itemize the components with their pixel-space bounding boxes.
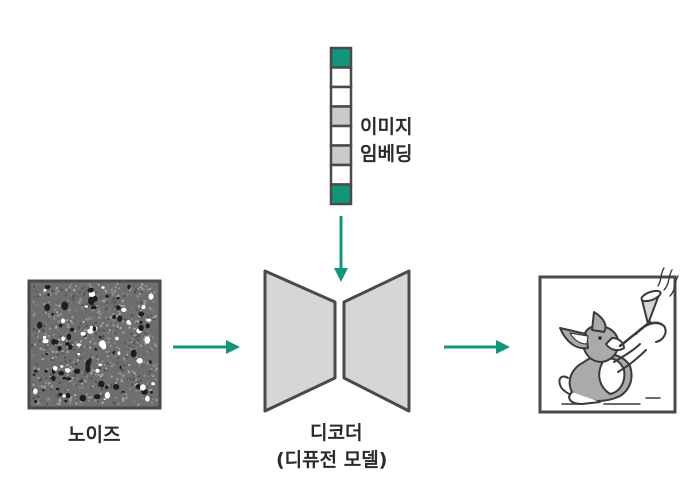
embedding-cell [329, 85, 353, 108]
arrow-embedding-to-decoder [334, 216, 348, 282]
embedding-cell [329, 105, 353, 128]
arrow-decoder-to-output [444, 340, 510, 354]
output-image [538, 267, 679, 414]
embedding-cell [329, 183, 353, 206]
embedding-cell [329, 66, 353, 89]
embedding-cell [329, 163, 353, 186]
embedding-cell [329, 124, 353, 147]
embedding-cell [329, 46, 353, 69]
noise-label: 노이즈 [68, 424, 121, 446]
embedding-cell [329, 144, 353, 167]
decoder-label-line1: 디코더 [310, 422, 363, 444]
arrow-noise-to-decoder [173, 340, 240, 354]
embedding-label-line1: 이미지 [360, 116, 413, 138]
decoder-shape [263, 269, 411, 413]
decoder-label-line2: (디퓨전 모델) [276, 449, 388, 471]
image-embedding-vector [329, 46, 353, 206]
corgi-playing-trumpet-icon [558, 267, 679, 405]
noise-image [27, 279, 162, 410]
embedding-label-line2: 임베딩 [360, 143, 413, 165]
